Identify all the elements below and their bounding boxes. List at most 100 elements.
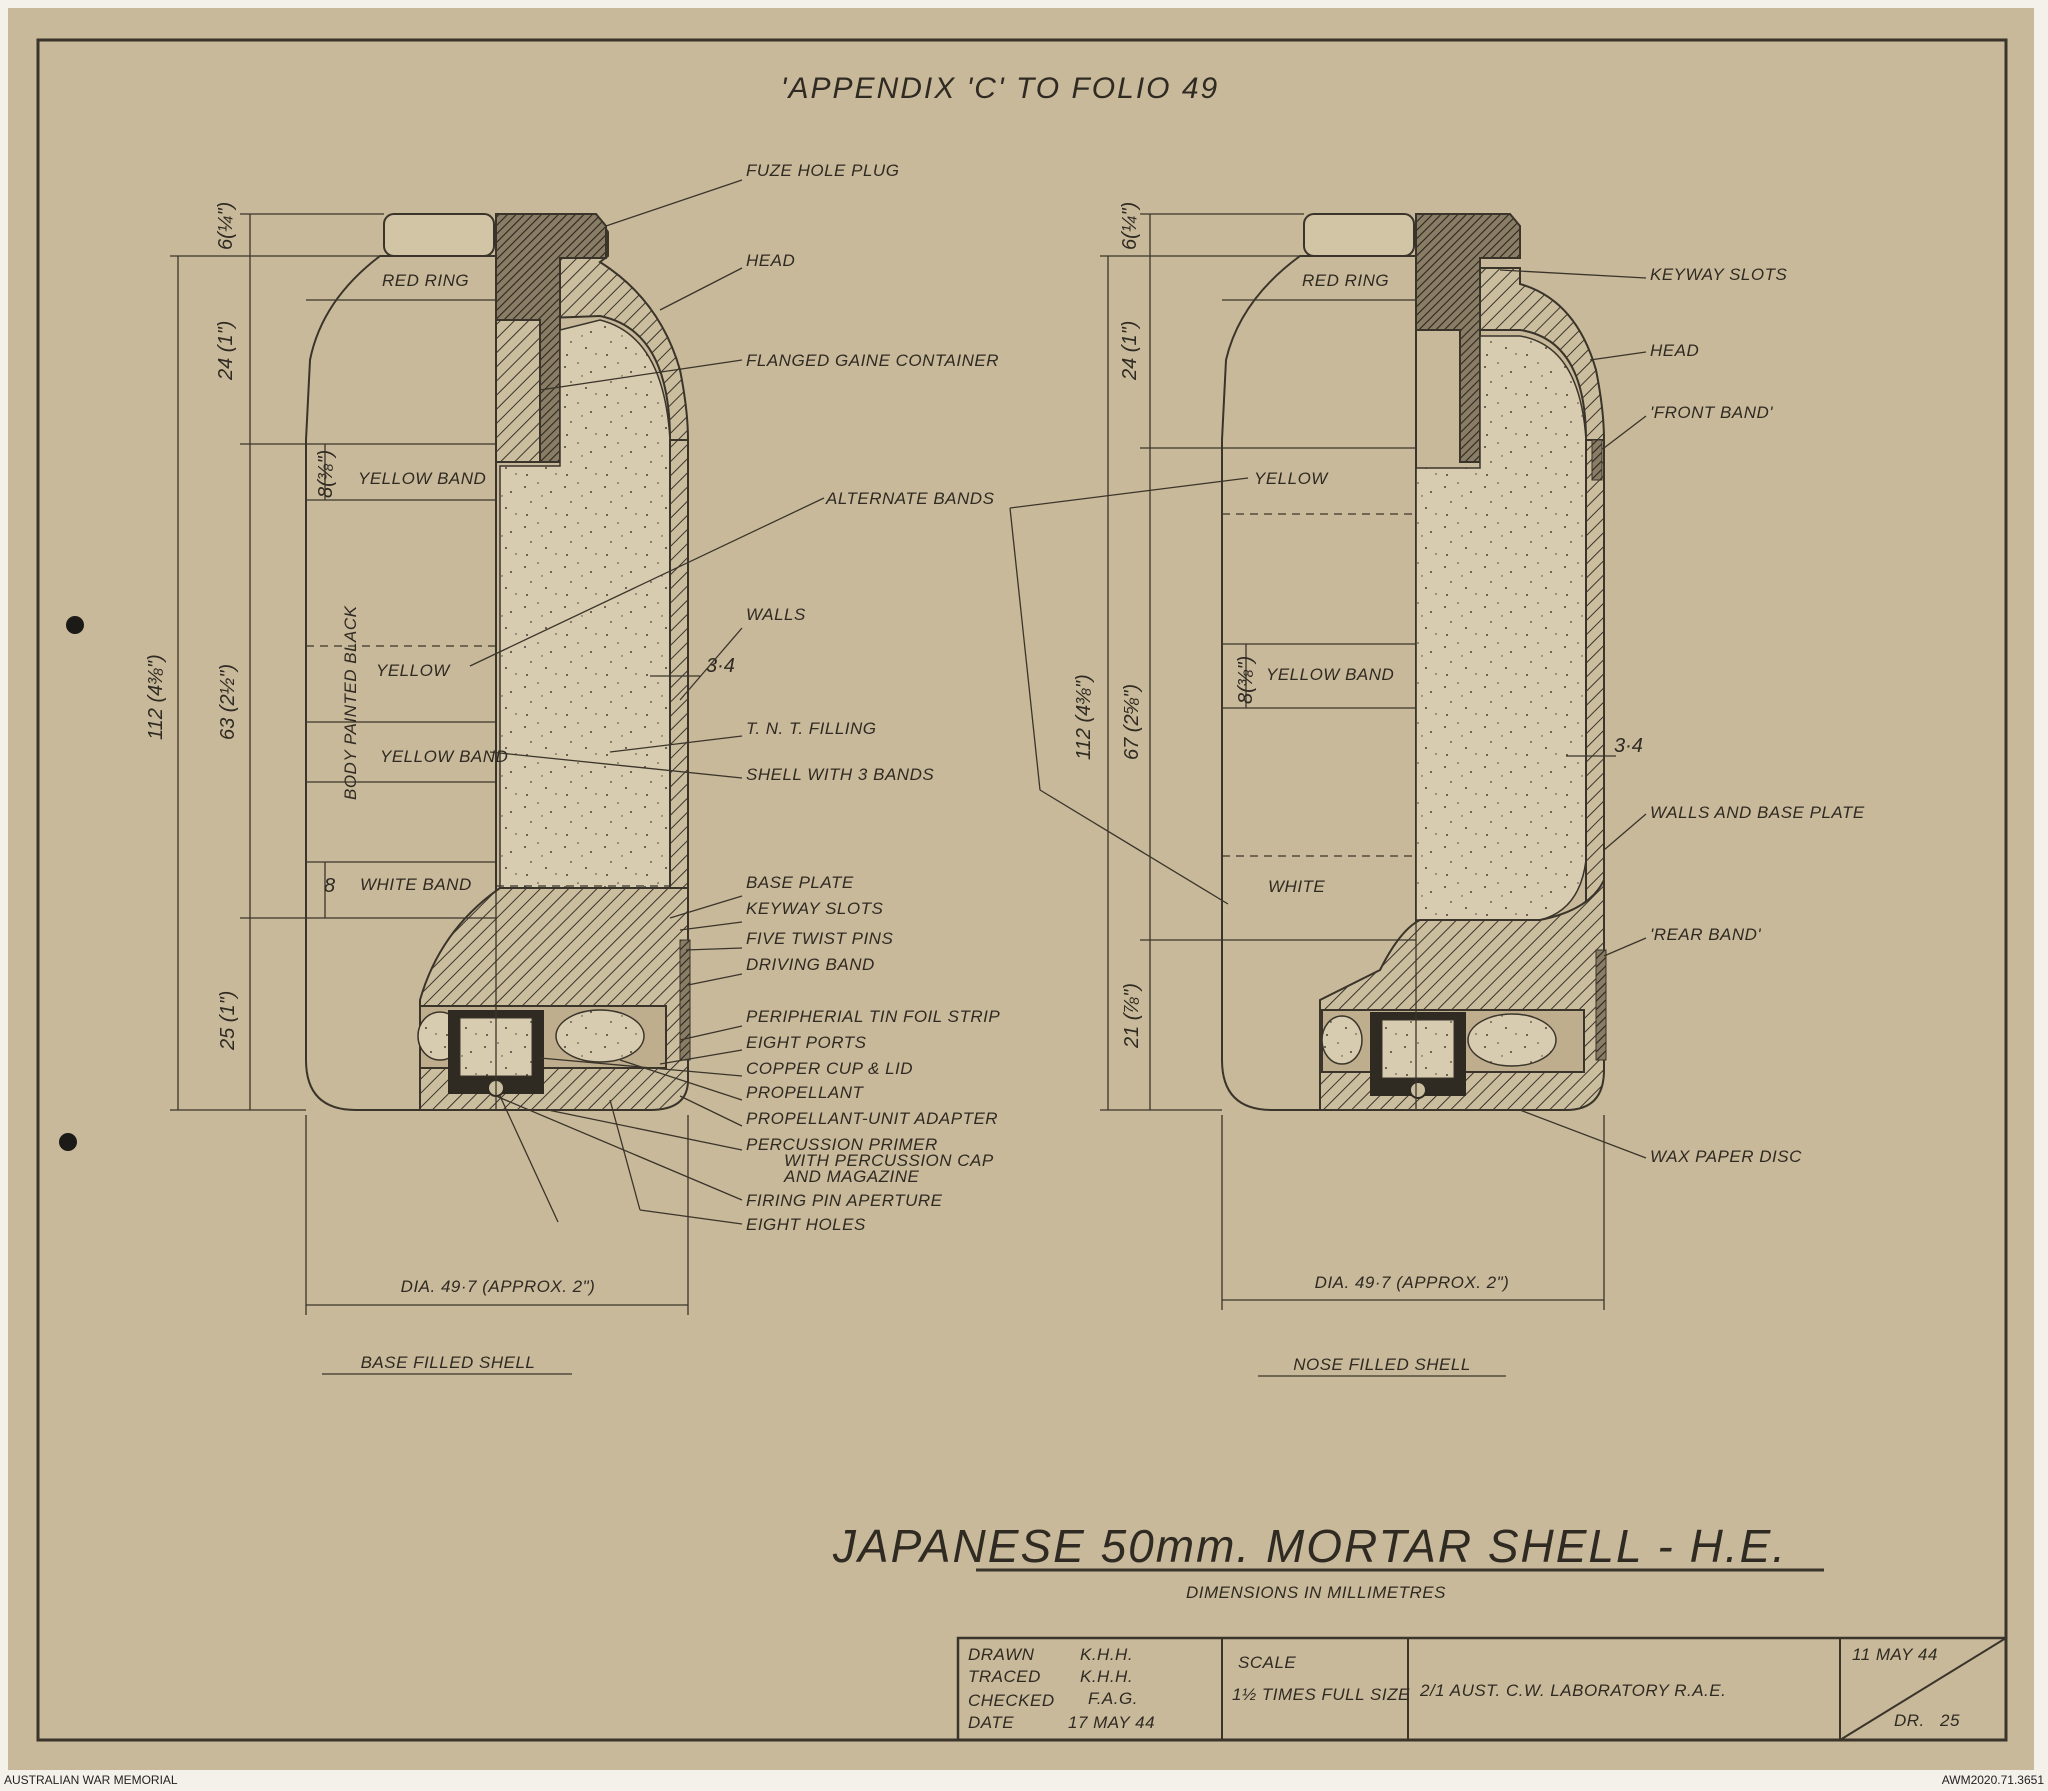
base-callout-five-twist-pins: FIVE TWIST PINS — [746, 929, 893, 948]
nose-rear-band — [1595, 949, 1607, 1061]
base-shell-caption: BASE FILLED SHELL — [361, 1353, 536, 1372]
base-fuze-cap-left — [383, 213, 495, 257]
appendix-heading: 'APPENDIX 'C' TO FOLIO 49 — [781, 72, 1219, 105]
base-filled-shell-drawing — [305, 213, 691, 1111]
tb-drawn-label: DRAWN — [968, 1645, 1035, 1664]
footer-accession-number: AWM2020.71.3651 — [1941, 1773, 2044, 1787]
nose-dim-6: 6(¼") — [1119, 202, 1141, 250]
tb-issue-date: 11 MAY 44 — [1852, 1645, 1938, 1664]
alternate-bands-callout: ALTERNATE BANDS — [825, 489, 995, 508]
base-label-yellow-band-lower: YELLOW BAND — [380, 747, 508, 766]
base-callout-magazine: AND MAGAZINE — [783, 1167, 920, 1186]
nose-callout-wax-paper-disc: WAX PAPER DISC — [1650, 1147, 1802, 1166]
tb-scale-value: 1½ TIMES FULL SIZE — [1232, 1685, 1410, 1704]
base-leader-lines — [489, 179, 743, 1225]
base-dim-8b: 8 — [324, 875, 335, 897]
base-callout-shell-with-3-bands: SHELL WITH 3 BANDS — [746, 765, 934, 784]
base-dim-6: 6(¼") — [215, 202, 237, 250]
base-callout-tnt-filling: T. N. T. FILLING — [746, 719, 877, 738]
base-shell-outline — [305, 255, 497, 1111]
nose-firing-pin-aperture — [1409, 1081, 1427, 1099]
nose-dim-8: 8(⅜") — [1235, 656, 1257, 704]
base-callout-eight-holes: EIGHT HOLES — [746, 1215, 866, 1234]
nose-head-section — [1479, 267, 1606, 441]
nose-dim-112: 112 (4⅜") — [1073, 674, 1095, 760]
base-driving-band — [679, 939, 691, 1061]
base-dim-25: 25 (1") — [217, 991, 239, 1051]
tb-date-label: DATE — [968, 1713, 1014, 1732]
drawing-title: JAPANESE 50mm. MORTAR SHELL - H.E. — [832, 1520, 1787, 1572]
nose-callout-front-band: 'FRONT BAND' — [1650, 403, 1773, 422]
nose-callout-rear-band: 'REAR BAND' — [1650, 925, 1761, 944]
base-dim-diameter: DIA. 49·7 (APPROX. 2") — [401, 1277, 596, 1296]
footer-credit: AUSTRALIAN WAR MEMORIAL — [4, 1773, 178, 1787]
tb-scale-label: SCALE — [1238, 1653, 1296, 1672]
base-callout-fuze-hole-plug: FUZE HOLE PLUG — [746, 161, 899, 180]
nose-label-white: WHITE — [1268, 877, 1325, 896]
nose-propellant-charge-right — [1467, 1013, 1557, 1067]
base-callout-tin-foil-strip: PERIPHERIAL TIN FOIL STRIP — [746, 1007, 1000, 1026]
tb-traced-value: K.H.H. — [1080, 1667, 1133, 1686]
base-callout-propellant-unit-adapter: PROPELLANT-UNIT ADAPTER — [746, 1109, 998, 1128]
nose-shell-outline — [1221, 255, 1417, 1111]
nose-propellant-charge-left — [1321, 1015, 1363, 1065]
nose-dim-24: 24 (1") — [1119, 321, 1141, 381]
tb-laboratory: 2/1 AUST. C.W. LABORATORY R.A.E. — [1419, 1681, 1726, 1700]
nose-callout-walls-base-plate: WALLS AND BASE PLATE — [1650, 803, 1865, 822]
base-label-body-painted-black: BODY PAINTED BLACK — [341, 605, 360, 800]
nose-dim-diameter: DIA. 49·7 (APPROX. 2") — [1315, 1273, 1510, 1292]
paper-sheet — [8, 8, 2034, 1770]
punch-hole-upper — [66, 616, 84, 634]
base-dim-24: 24 (1") — [215, 321, 237, 381]
base-callout-percussion-cap: WITH PERCUSSION CAP — [784, 1151, 994, 1170]
nose-shell-wall — [1585, 439, 1605, 911]
base-dim-63: 63 (2½") — [217, 664, 239, 740]
title-block — [956, 1636, 2008, 1742]
base-label-red-ring: RED RING — [382, 271, 469, 290]
base-callout-base-plate: BASE PLATE — [746, 873, 854, 892]
nose-filled-shell-drawing — [1221, 213, 1607, 1111]
base-dim-wall: 3·4 — [706, 655, 735, 677]
tb-drawn-value: K.H.H. — [1080, 1645, 1133, 1664]
nose-front-band — [1591, 439, 1603, 481]
nose-dim-67: 67 (2⅝") — [1121, 684, 1143, 760]
nose-label-red-ring: RED RING — [1302, 271, 1389, 290]
base-dimension-lines — [170, 213, 700, 1315]
base-label-yellow: YELLOW — [376, 661, 451, 680]
nose-primer — [1381, 1019, 1455, 1079]
base-label-white-band: WHITE BAND — [360, 875, 472, 894]
tb-dr-label: DR. — [1894, 1711, 1925, 1730]
base-dim-112: 112 (4⅜") — [145, 654, 167, 740]
nose-dimension-lines — [1100, 213, 1616, 1310]
base-callout-percussion-primer: PERCUSSION PRIMER — [746, 1135, 938, 1154]
tb-checked-label: CHECKED — [968, 1691, 1055, 1710]
nose-label-yellow: YELLOW — [1254, 469, 1329, 488]
punch-hole-lower — [59, 1133, 77, 1151]
alternate-bands-leaders — [469, 477, 1249, 905]
nose-label-yellow-band: YELLOW BAND — [1266, 665, 1394, 684]
base-callout-eight-ports: EIGHT PORTS — [746, 1033, 867, 1052]
nose-shell-caption: NOSE FILLED SHELL — [1293, 1355, 1471, 1374]
base-dim-8: 8(⅜") — [315, 450, 337, 498]
nose-fuze-cap-left — [1303, 213, 1415, 257]
base-shell-wall — [669, 439, 689, 891]
drawing-subtitle: DIMENSIONS IN MILLIMETRES — [1186, 1583, 1446, 1602]
base-callout-driving-band: DRIVING BAND — [746, 955, 875, 974]
nose-leader-lines — [1499, 269, 1647, 1159]
base-propellant-charge-right — [555, 1009, 645, 1063]
nose-dim-21: 21 (⅞") — [1121, 983, 1143, 1049]
nose-callout-head: HEAD — [1650, 341, 1699, 360]
base-label-yellow-band-top: YELLOW BAND — [358, 469, 486, 488]
base-callout-head: HEAD — [746, 251, 795, 270]
tb-checked-value: F.A.G. — [1088, 1689, 1138, 1708]
tb-dr-number: 25 — [1939, 1711, 1960, 1730]
base-gaine-container — [495, 319, 541, 463]
base-callout-propellant: PROPELLANT — [746, 1083, 865, 1102]
base-callout-copper-cup-lid: COPPER CUP & LID — [746, 1059, 913, 1078]
base-callout-flanged-gaine-container: FLANGED GAINE CONTAINER — [746, 351, 999, 370]
base-callout-keyway-slots: KEYWAY SLOTS — [746, 899, 883, 918]
nose-callout-keyway-slots: KEYWAY SLOTS — [1650, 265, 1787, 284]
nose-dim-wall: 3·4 — [1614, 735, 1643, 757]
base-callout-walls: WALLS — [746, 605, 806, 624]
